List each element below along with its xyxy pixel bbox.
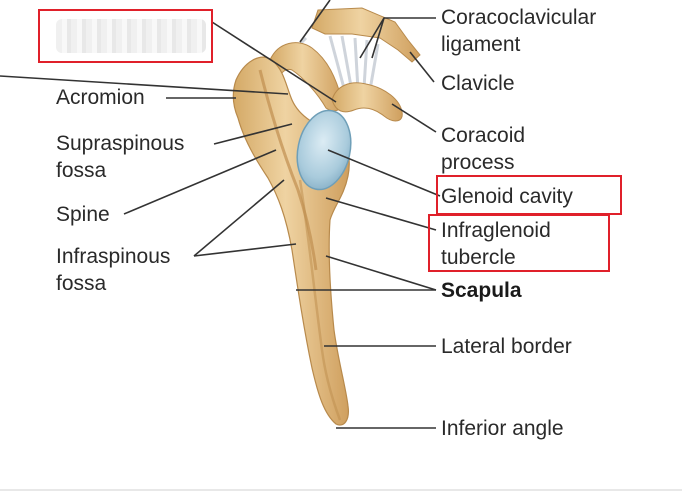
obscured-label-box [38,9,213,63]
label-infraglenoid-line1: Infraglenoid [441,219,551,242]
label-infraspinous-line2: fossa [56,272,107,295]
label-supraspinous-line1: Supraspinous [56,132,185,155]
label-supraspinous-line2: fossa [56,159,107,182]
label-lateral-border: Lateral border [441,335,572,358]
label-coracoid-line2: process [441,151,515,174]
label-coracoclavicular-line1: Coracoclavicular [441,6,597,29]
leader-lines [0,0,441,429]
label-spine: Spine [56,203,110,226]
label-coracoid-line1: Coracoid [441,124,526,147]
coracoid-process-bone [331,82,403,122]
label-clavicle: Clavicle [441,72,515,95]
highlight-box-infraglenoid [428,214,610,272]
bottom-divider [0,489,682,491]
label-glenoid-cavity: Glenoid cavity [441,185,573,208]
label-infraspinous-line1: Infraspinous [56,245,171,268]
glenoid-cavity-surface [296,109,352,191]
label-acromion: Acromion [56,86,145,109]
clavicle-bone [311,7,421,63]
label-inferior-angle: Inferior angle [441,417,564,440]
label-infraglenoid-line2: tubercle [441,246,516,269]
label-scapula: Scapula [441,279,522,302]
label-coracoclavicular-line2: ligament [441,33,521,56]
spine-ridge [258,69,318,271]
obscured-label-smear [56,19,206,53]
